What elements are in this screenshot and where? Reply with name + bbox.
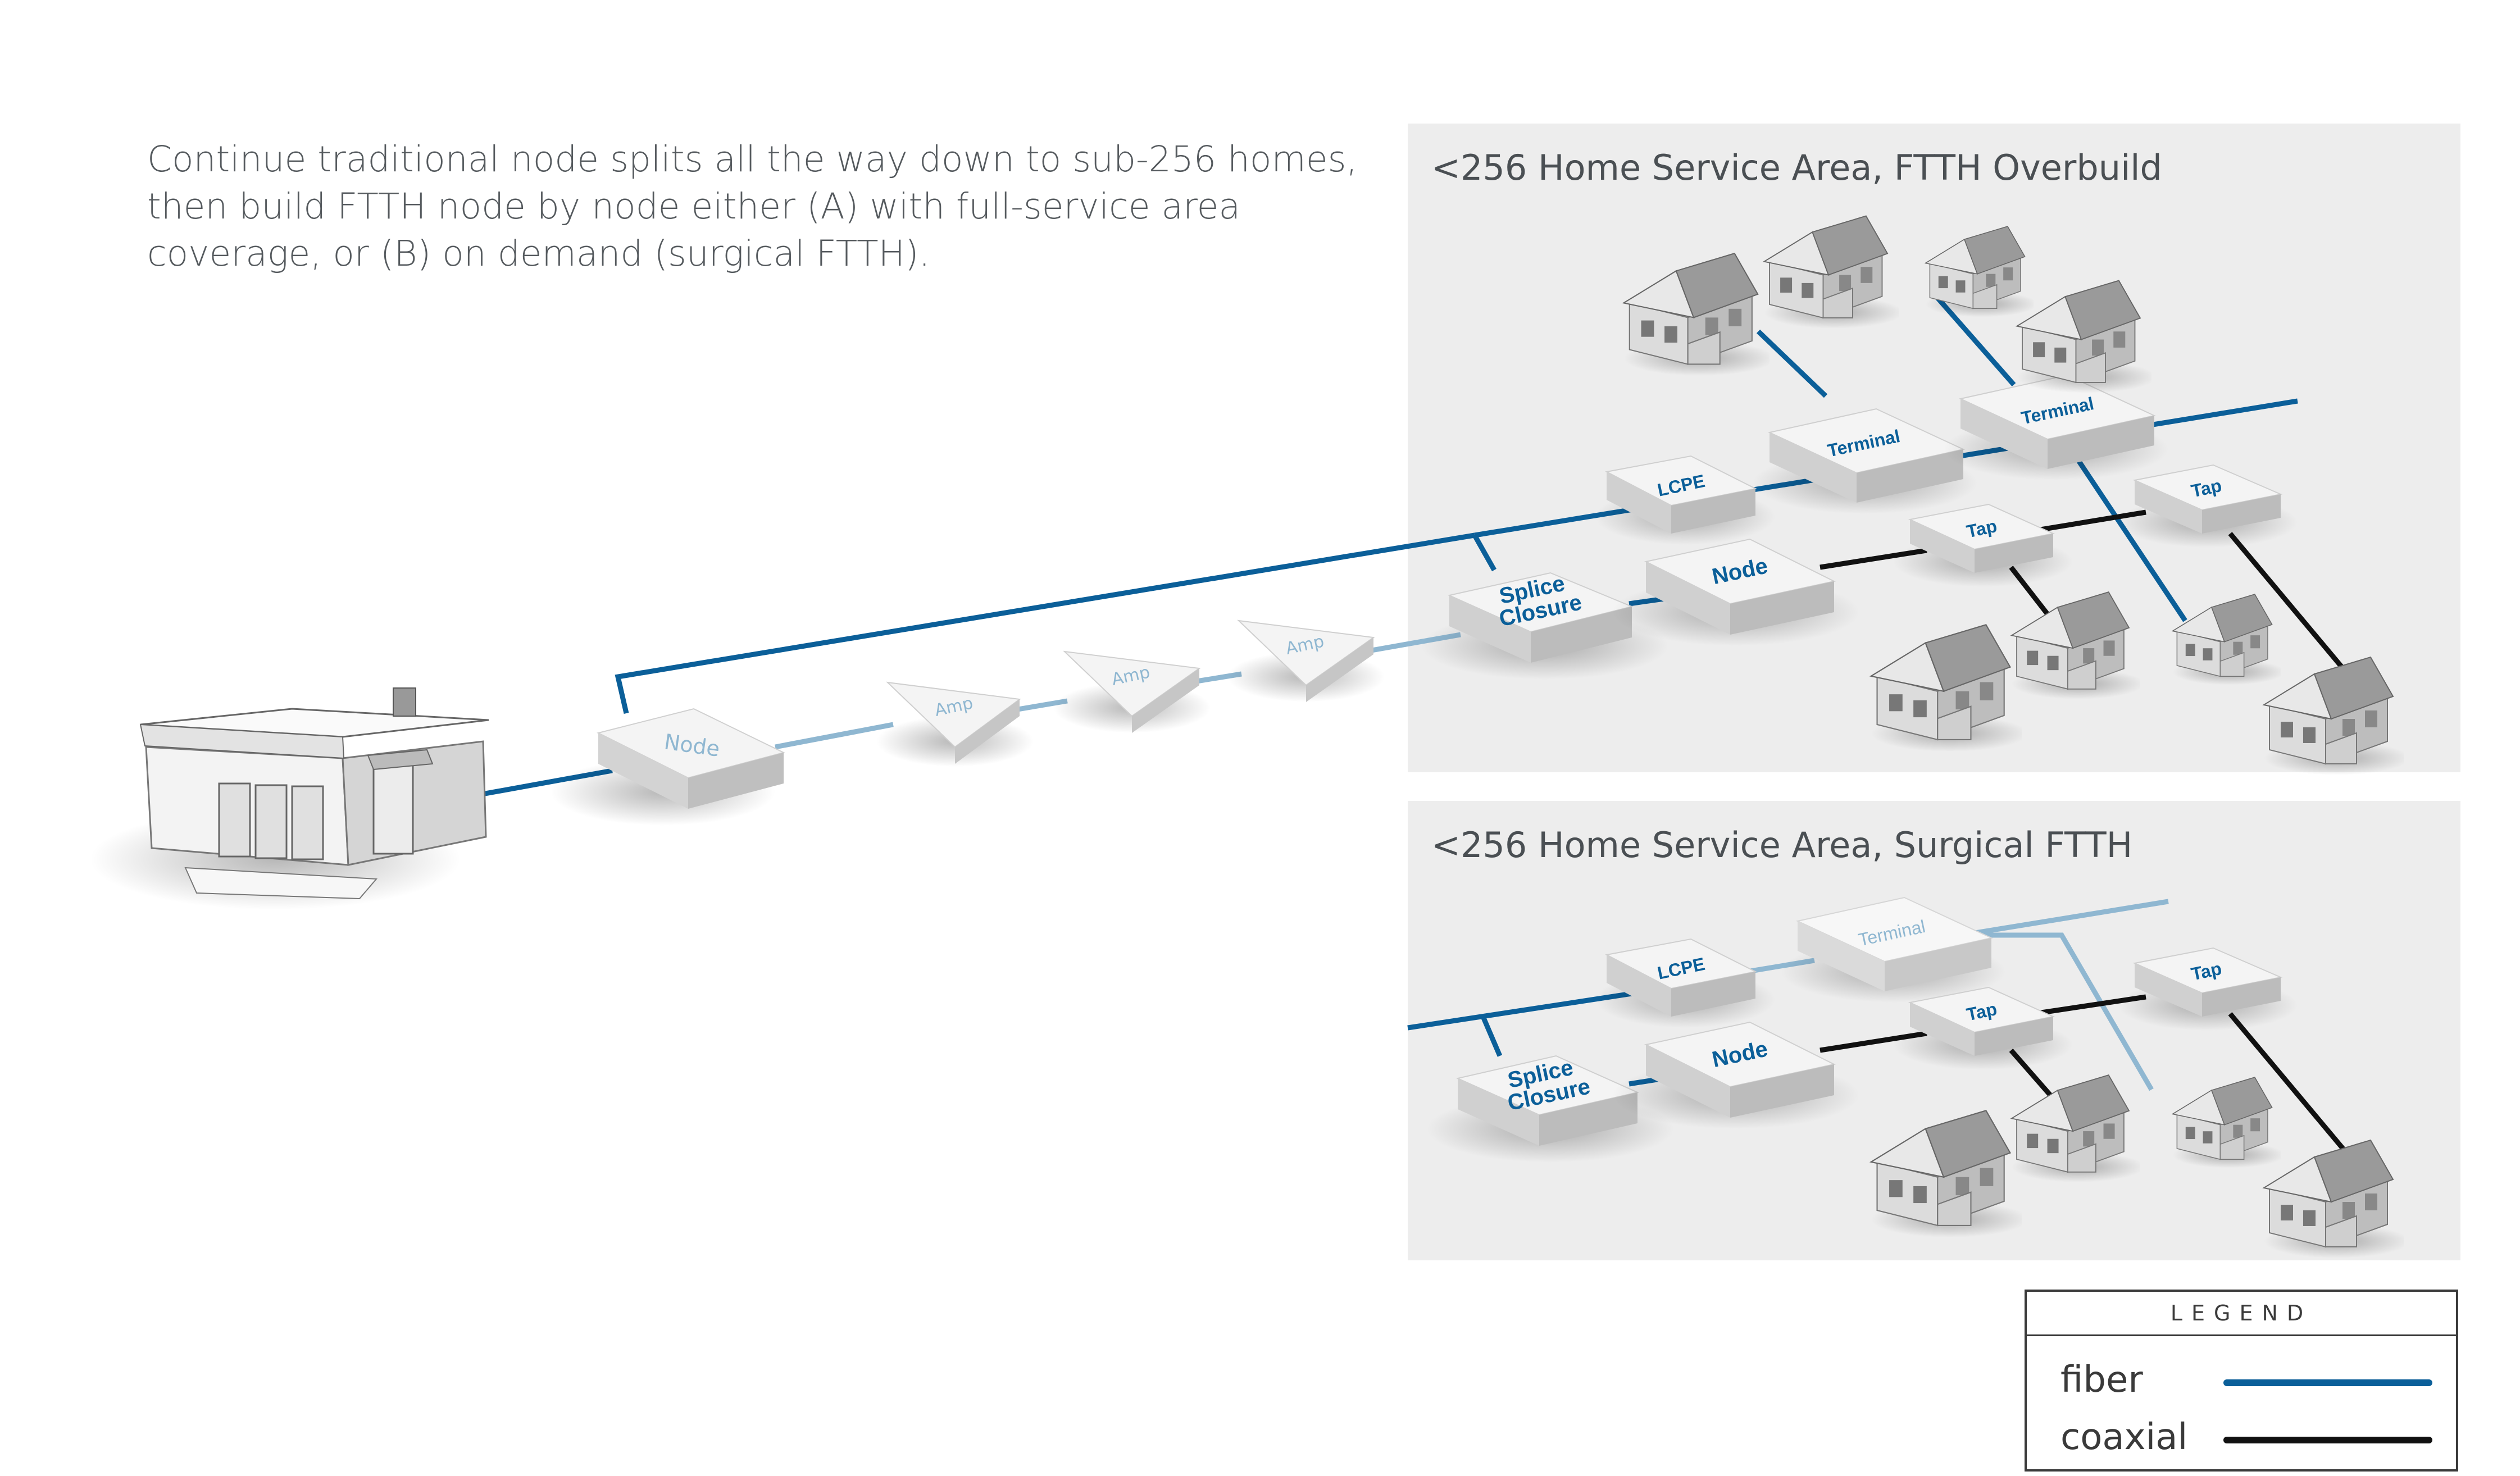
panel-b-houses: [1870, 1074, 2404, 1258]
panel-a-terminal-2: Terminal: [1944, 374, 2168, 480]
legend-divider: [2027, 1334, 2456, 1336]
intro-line-1: Continue traditional node splits all the…: [147, 139, 1358, 180]
house-icon: [1623, 253, 1770, 376]
house-icon: [2016, 280, 2151, 393]
intro-line-3: coverage, or (B) on demand (surgical FTT…: [147, 233, 930, 274]
house-icon: [2010, 1074, 2140, 1182]
amp-2: Amp: [1053, 650, 1211, 733]
trunk-node: Node: [551, 708, 785, 826]
amp-3: Amp: [1227, 619, 1385, 702]
panel-b-splice-closure: Splice Closure: [1427, 1055, 1674, 1163]
intro-line-2: then build FTTH node by node either (A) …: [147, 186, 1241, 227]
intro-text: Continue traditional node splits all the…: [147, 136, 1358, 277]
legend-fiber-label: fiber: [2060, 1359, 2143, 1401]
panel-b-tap-2: Tap: [2118, 947, 2298, 1031]
panel-a-terminal-1: Terminal: [1753, 408, 1977, 514]
legend-coaxial-label: coaxial: [2060, 1416, 2188, 1458]
legend-item-coaxial: coaxial: [2060, 1416, 2442, 1461]
legend-title: LEGEND: [2170, 1301, 2313, 1325]
house-icon: [1925, 226, 2034, 318]
panel-a-splice-closure: Splice Closure: [1421, 571, 1668, 680]
panel-b-node: Node: [1612, 1021, 1859, 1129]
house-icon: [2263, 657, 2404, 775]
legend-item-fiber: fiber: [2060, 1359, 2442, 1404]
house-icon: [2010, 591, 2140, 699]
panel-a-tap-2: Tap: [2118, 464, 2298, 548]
panel-b-terminal: Terminal: [1781, 896, 2005, 1003]
house-icon: [1763, 215, 1899, 329]
house-icon: [2172, 1077, 2281, 1169]
legend: LEGEND fiber coaxial: [2025, 1290, 2458, 1472]
amp-1: Amp: [876, 681, 1034, 767]
house-icon: [1870, 1110, 2022, 1238]
panel-b-title: <256 Home Service Area, Surgical FTTH: [1431, 824, 2133, 865]
legend-fiber-swatch: [2223, 1379, 2432, 1386]
headend-building: [90, 687, 489, 910]
house-icon: [2263, 1140, 2404, 1258]
legend-coaxial-swatch: [2223, 1437, 2432, 1443]
house-icon: [1870, 624, 2022, 753]
panel-a-tap-1: Tap: [1893, 503, 2073, 587]
house-icon: [2172, 594, 2281, 686]
panel-a-title: <256 Home Service Area, FTTH Overbuild: [1431, 147, 2162, 188]
panel-b-lcpe: LCPE: [1595, 938, 1775, 1028]
panel-a-node: Node: [1612, 538, 1859, 646]
panel-a-lcpe: LCPE: [1595, 455, 1775, 545]
panel-b-tap-1: Tap: [1893, 986, 2073, 1070]
